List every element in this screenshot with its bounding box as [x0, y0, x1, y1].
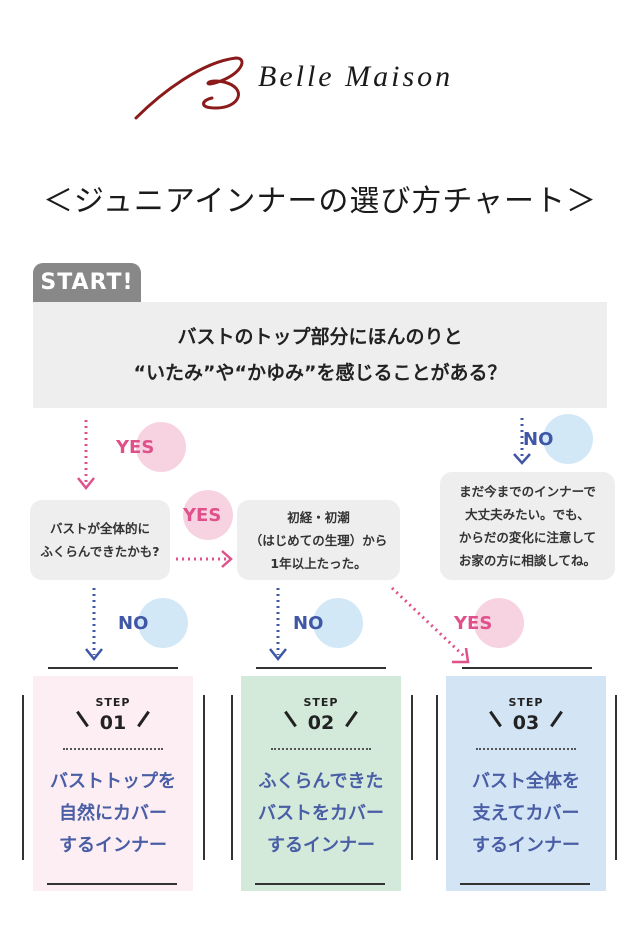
step-number: 02 [307, 712, 335, 734]
step-label: STEP [303, 696, 339, 709]
divider [615, 695, 617, 860]
step-line: バストトップを [50, 771, 176, 792]
step-01-card: STEP 01 バストトップを 自然にカバー するインナー [33, 676, 193, 891]
question-q2: 初経・初潮 （はじめての生理）から 1年以上たった。 [237, 500, 400, 580]
step-03-card: STEP 03 バスト全体を 支えてカバー するインナー [446, 676, 606, 891]
start-question: バストのトップ部分にほんのりと “いたみ”や“かゆみ”を感じることがある？ [33, 302, 607, 408]
step-02-card: STEP 02 ふくらんできた バストをカバー するインナー [241, 676, 401, 891]
divider [255, 883, 385, 885]
start-question-line: バストのトップ部分にほんのりと [177, 326, 463, 348]
step-line: 自然にカバー [59, 803, 167, 824]
question-line: ふくらんできたかも? [40, 544, 160, 559]
question-line: 初経・初潮 [287, 509, 350, 525]
start-question-line: “いたみ”や“かゆみ”を感じることがある？ [133, 362, 507, 384]
yes-badge: YES [116, 422, 186, 472]
step-description: バストトップを 自然にカバー するインナー [33, 766, 193, 862]
dotted-divider [63, 748, 163, 750]
arrowhead [452, 647, 470, 664]
yes-label: YES [183, 504, 222, 526]
note-line: からだの変化に注意して [458, 530, 597, 545]
step-line: ふくらんできた [258, 771, 384, 792]
arrowhead [77, 477, 95, 491]
yes-badge: YES [183, 490, 233, 540]
divider [460, 883, 590, 885]
divider [47, 883, 177, 885]
yes-badge: YES [454, 598, 524, 648]
dotted-divider [271, 748, 371, 750]
no-label: NO [523, 428, 554, 450]
divider [436, 695, 438, 860]
step-line: バストをカバー [258, 803, 384, 824]
no-label: NO [118, 612, 149, 634]
result-note: まだ今までのインナーで 大丈夫みたい。でも、 からだの変化に注意して お家の方に… [440, 472, 615, 580]
divider [411, 695, 413, 860]
question-line: （はじめての生理）から [249, 532, 388, 548]
arrowhead [513, 453, 531, 465]
note-line: お家の方に相談してね。 [458, 553, 597, 568]
step-number: 03 [512, 712, 540, 734]
question-line: バストが全体的に [49, 521, 150, 536]
page-title: ＜ジュニアインナーの選び方チャート＞ [42, 184, 598, 219]
step-description: ふくらんできた バストをカバー するインナー [241, 766, 401, 862]
step-line: バスト全体を [472, 771, 580, 792]
question-line: 1年以上たった。 [270, 555, 367, 571]
divider [22, 695, 24, 860]
step-number: 01 [99, 712, 127, 734]
arrow-q2-yes [390, 586, 468, 660]
step-line: するインナー [59, 835, 167, 856]
arrowhead [85, 648, 103, 662]
arrowhead [221, 550, 233, 568]
arrowhead [269, 648, 287, 662]
no-label: NO [293, 612, 324, 634]
step-description: バスト全体を 支えてカバー するインナー [446, 766, 606, 862]
logo-b-icon [134, 56, 244, 120]
dotted-divider [476, 748, 576, 750]
note-line: 大丈夫みたい。でも、 [465, 507, 590, 522]
divider [231, 695, 233, 860]
no-badge: NO [523, 414, 593, 464]
step-label: STEP [95, 696, 131, 709]
divider [203, 695, 205, 860]
yes-label: YES [116, 436, 155, 458]
no-badge: NO [118, 598, 188, 648]
step-line: するインナー [472, 835, 580, 856]
yes-label: YES [454, 612, 493, 634]
step-line: するインナー [267, 835, 375, 856]
brand-name: Belle Maison [258, 60, 454, 93]
start-tag: START! [33, 263, 141, 303]
step-line: 支えてカバー [472, 803, 580, 824]
no-badge: NO [293, 598, 363, 648]
question-q1: バストが全体的に ふくらんできたかも? [30, 500, 170, 580]
note-line: まだ今までのインナーで [459, 484, 596, 499]
step-label: STEP [508, 696, 544, 709]
